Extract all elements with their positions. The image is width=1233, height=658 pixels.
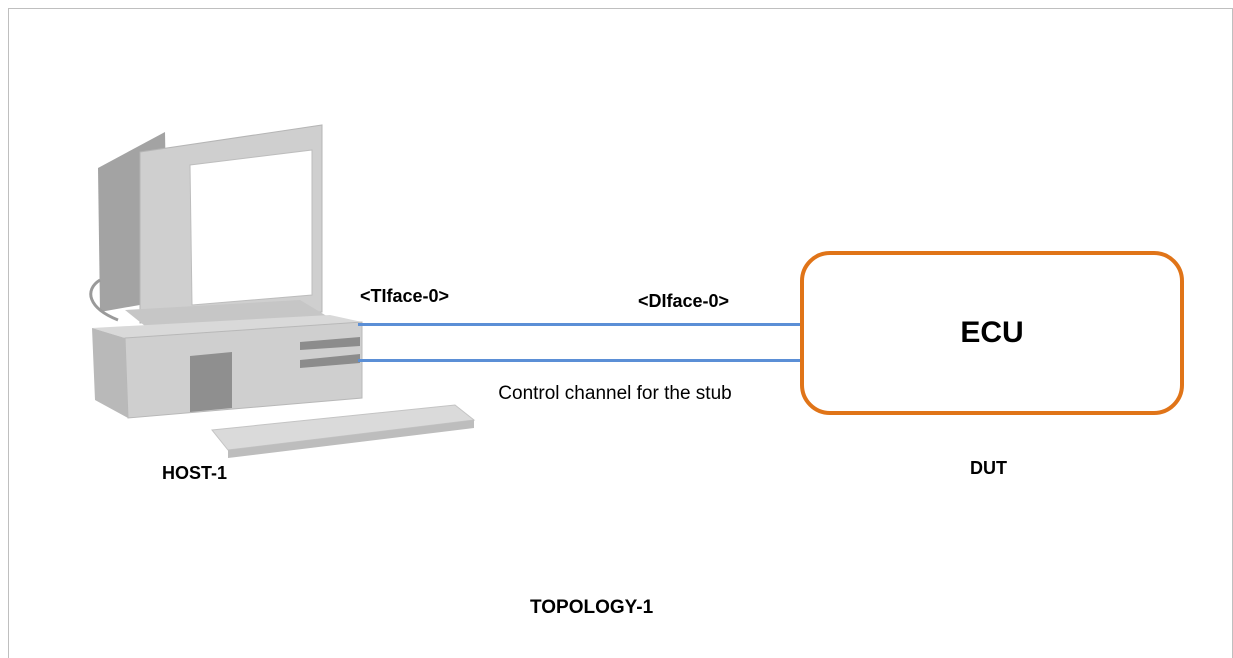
ecu-box: ECU [800,251,1184,415]
link-control-channel [358,359,800,362]
control-channel-caption: Control channel for the stub [498,383,732,404]
monitor-stand [125,300,330,330]
dut-label: DUT [970,458,1007,478]
system-unit-top [92,315,362,338]
host-label: HOST-1 [162,463,228,483]
host-interface-label: <TIface-0> [360,286,450,306]
drive-bay [190,352,232,412]
system-unit-front [124,321,363,419]
keyboard-edge [228,420,474,458]
drive-slot-2 [300,354,360,368]
dut-interface-label: <DIface-0> [638,291,730,311]
topology-title: TOPOLOGY-1 [530,597,654,618]
link-primary [358,323,800,326]
drive-slot-1 [300,337,360,350]
monitor-cable [89,278,119,322]
ecu-label: ECU [960,316,1024,349]
desktop-computer-icon [89,124,476,458]
monitor-screen [189,149,313,306]
system-unit-side [92,328,128,418]
